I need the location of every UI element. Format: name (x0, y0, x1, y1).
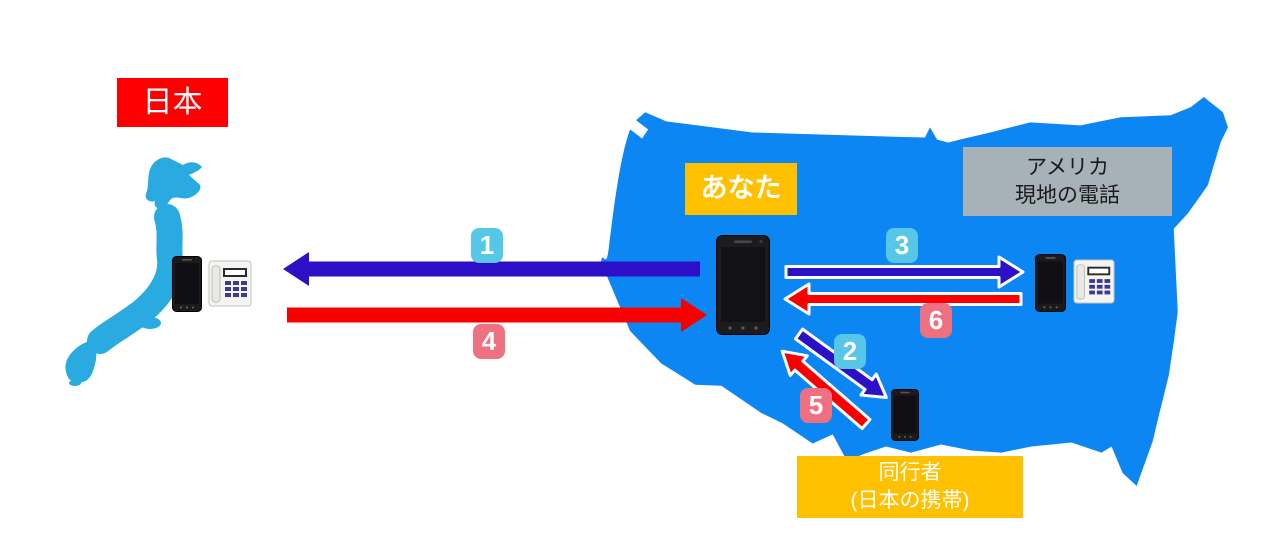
badge-1: 1 (471, 228, 503, 263)
companion-label-line1: 同行者 (878, 461, 942, 485)
japan-smartphone-icon (172, 256, 202, 312)
japan-label-text: 日本 (142, 85, 203, 119)
companion-label-line2: (日本の携帯) (850, 489, 970, 512)
badge-3: 3 (886, 228, 918, 263)
japan-landline-icon (208, 259, 252, 308)
badge-2-number: 2 (842, 336, 858, 366)
badge-4-number: 4 (481, 326, 497, 356)
your-smartphone-icon (716, 235, 770, 335)
companion-label: 同行者 (日本の携帯) (797, 456, 1023, 518)
badge-1-number: 1 (479, 230, 495, 260)
us-local-phone-label-line2: 現地の電話 (1015, 183, 1120, 207)
badge-2: 2 (834, 334, 866, 369)
arrow-1-to-japan (283, 249, 700, 289)
japan-label: 日本 (117, 78, 228, 127)
arrow-4-from-japan (287, 295, 707, 335)
badge-4: 4 (473, 324, 505, 359)
companion-smartphone-icon (891, 389, 919, 441)
us-local-phone-label-line1: アメリカ (1026, 155, 1109, 179)
us-smartphone-icon (1035, 254, 1066, 312)
us-landline-icon (1073, 258, 1115, 305)
arrow-3-to-us-phone (784, 252, 1025, 292)
badge-5: 5 (800, 388, 832, 423)
badge-6: 6 (920, 303, 952, 338)
badge-5-number: 5 (808, 390, 824, 420)
you-label-text: あなた (700, 173, 782, 204)
japan-map (65, 157, 202, 386)
badge-6-number: 6 (928, 305, 944, 335)
arrow-6-from-us-phone (783, 279, 1023, 319)
you-label: あなた (685, 163, 797, 215)
badge-3-number: 3 (894, 230, 910, 260)
us-local-phone-label: アメリカ 現地の電話 (963, 147, 1172, 216)
